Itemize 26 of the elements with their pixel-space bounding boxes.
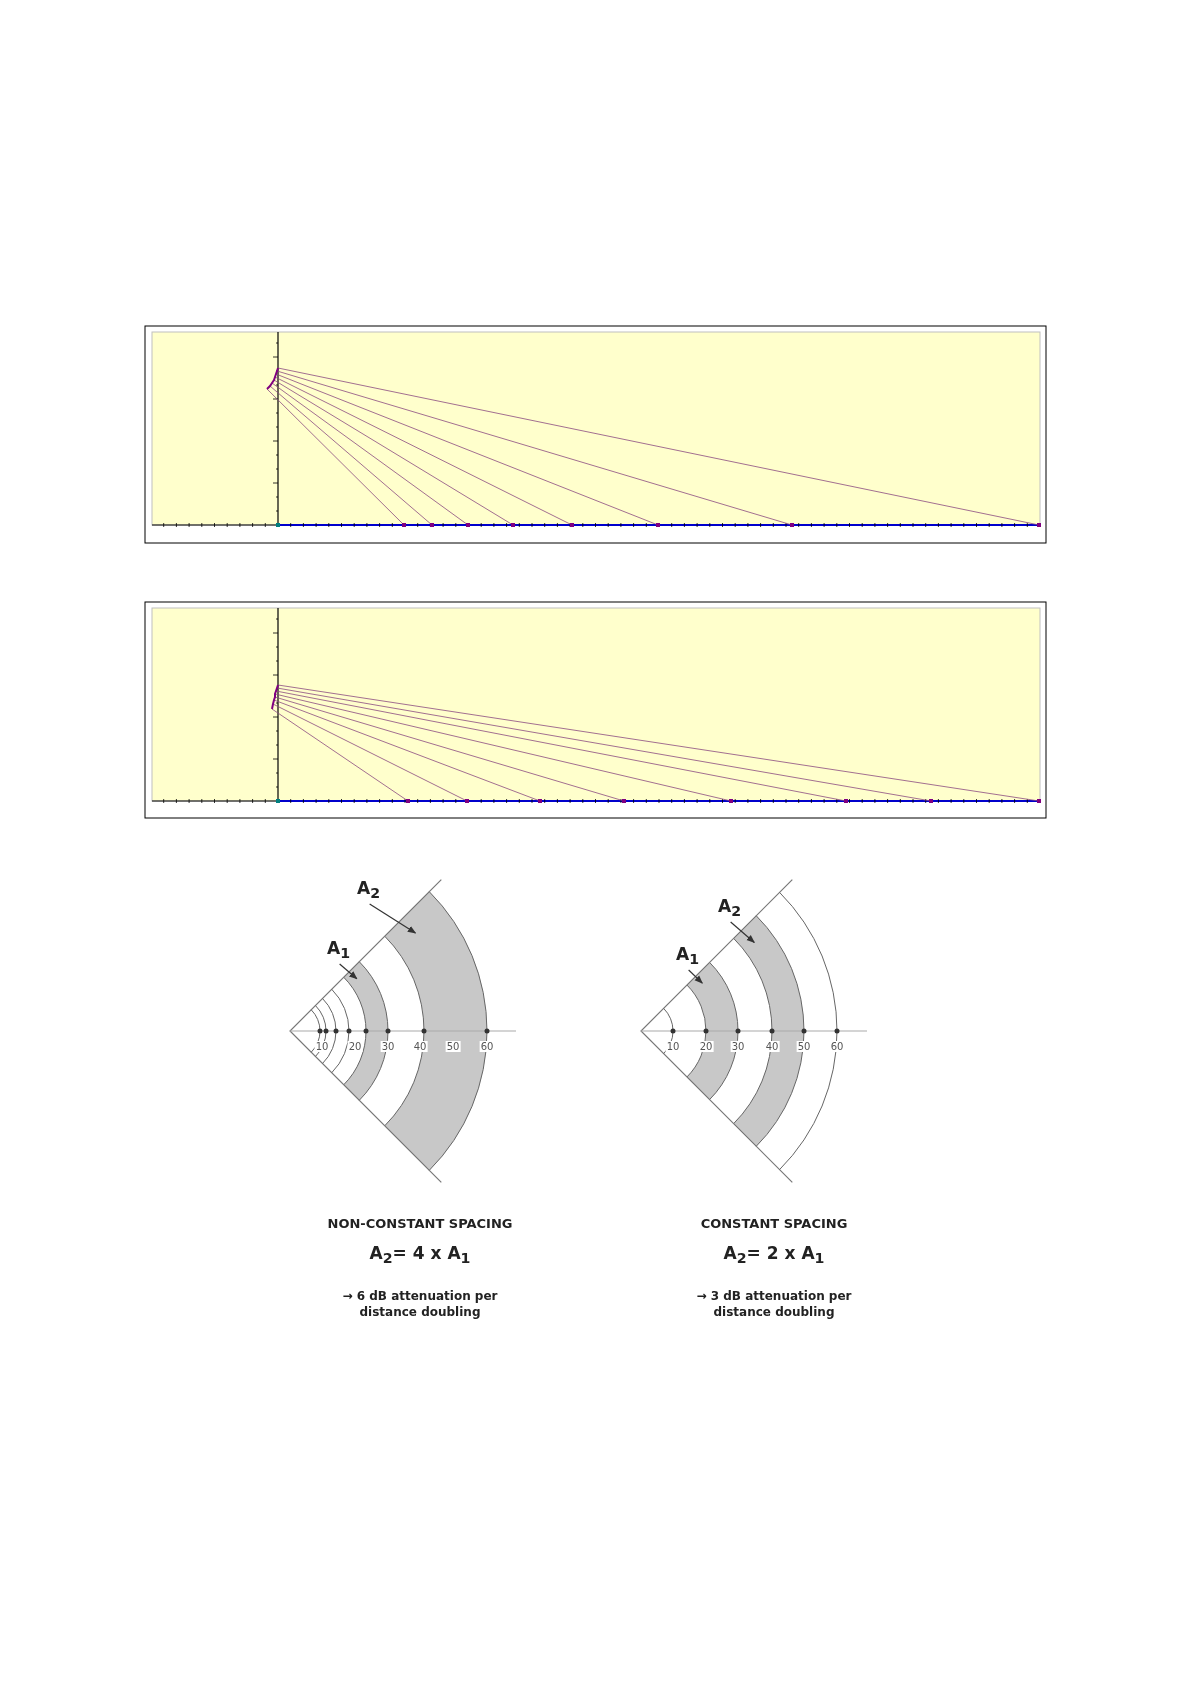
axis-label: 40 [412, 1041, 428, 1052]
axis-label: 30 [380, 1041, 396, 1052]
axis-label: 10 [665, 1041, 681, 1052]
axis-label: 50 [445, 1041, 461, 1052]
caption-heading: NON-CONSTANT SPACING [327, 1216, 513, 1231]
area-label: A$_{1}$ [327, 938, 351, 964]
leader-line [730, 921, 755, 944]
leader-line [369, 903, 417, 934]
area-label: A$_{2}$ [718, 896, 742, 922]
caption-text: → 3 dB attenuation per distance doubling [695, 1288, 853, 1320]
axis-label: 10 [314, 1041, 330, 1052]
area-label: A$_{1}$ [676, 944, 700, 970]
axis-label: 40 [764, 1041, 780, 1052]
leader-line [688, 969, 703, 984]
axis-label: 50 [796, 1041, 812, 1052]
formula: A$_{2}$= 4 x A$_{1}$ [369, 1243, 471, 1267]
axis-label: 30 [730, 1041, 746, 1052]
axis-label: 60 [829, 1041, 845, 1052]
leader-line [339, 963, 358, 980]
area-label: A$_{2}$ [357, 878, 381, 904]
caption-text: → 6 dB attenuation per distance doubling [341, 1288, 499, 1320]
caption-heading: CONSTANT SPACING [700, 1216, 848, 1231]
axis-label: 20 [347, 1041, 363, 1052]
axis-label: 20 [698, 1041, 714, 1052]
axis-label: 60 [479, 1041, 495, 1052]
formula: A$_{2}$= 2 x A$_{1}$ [723, 1243, 825, 1267]
